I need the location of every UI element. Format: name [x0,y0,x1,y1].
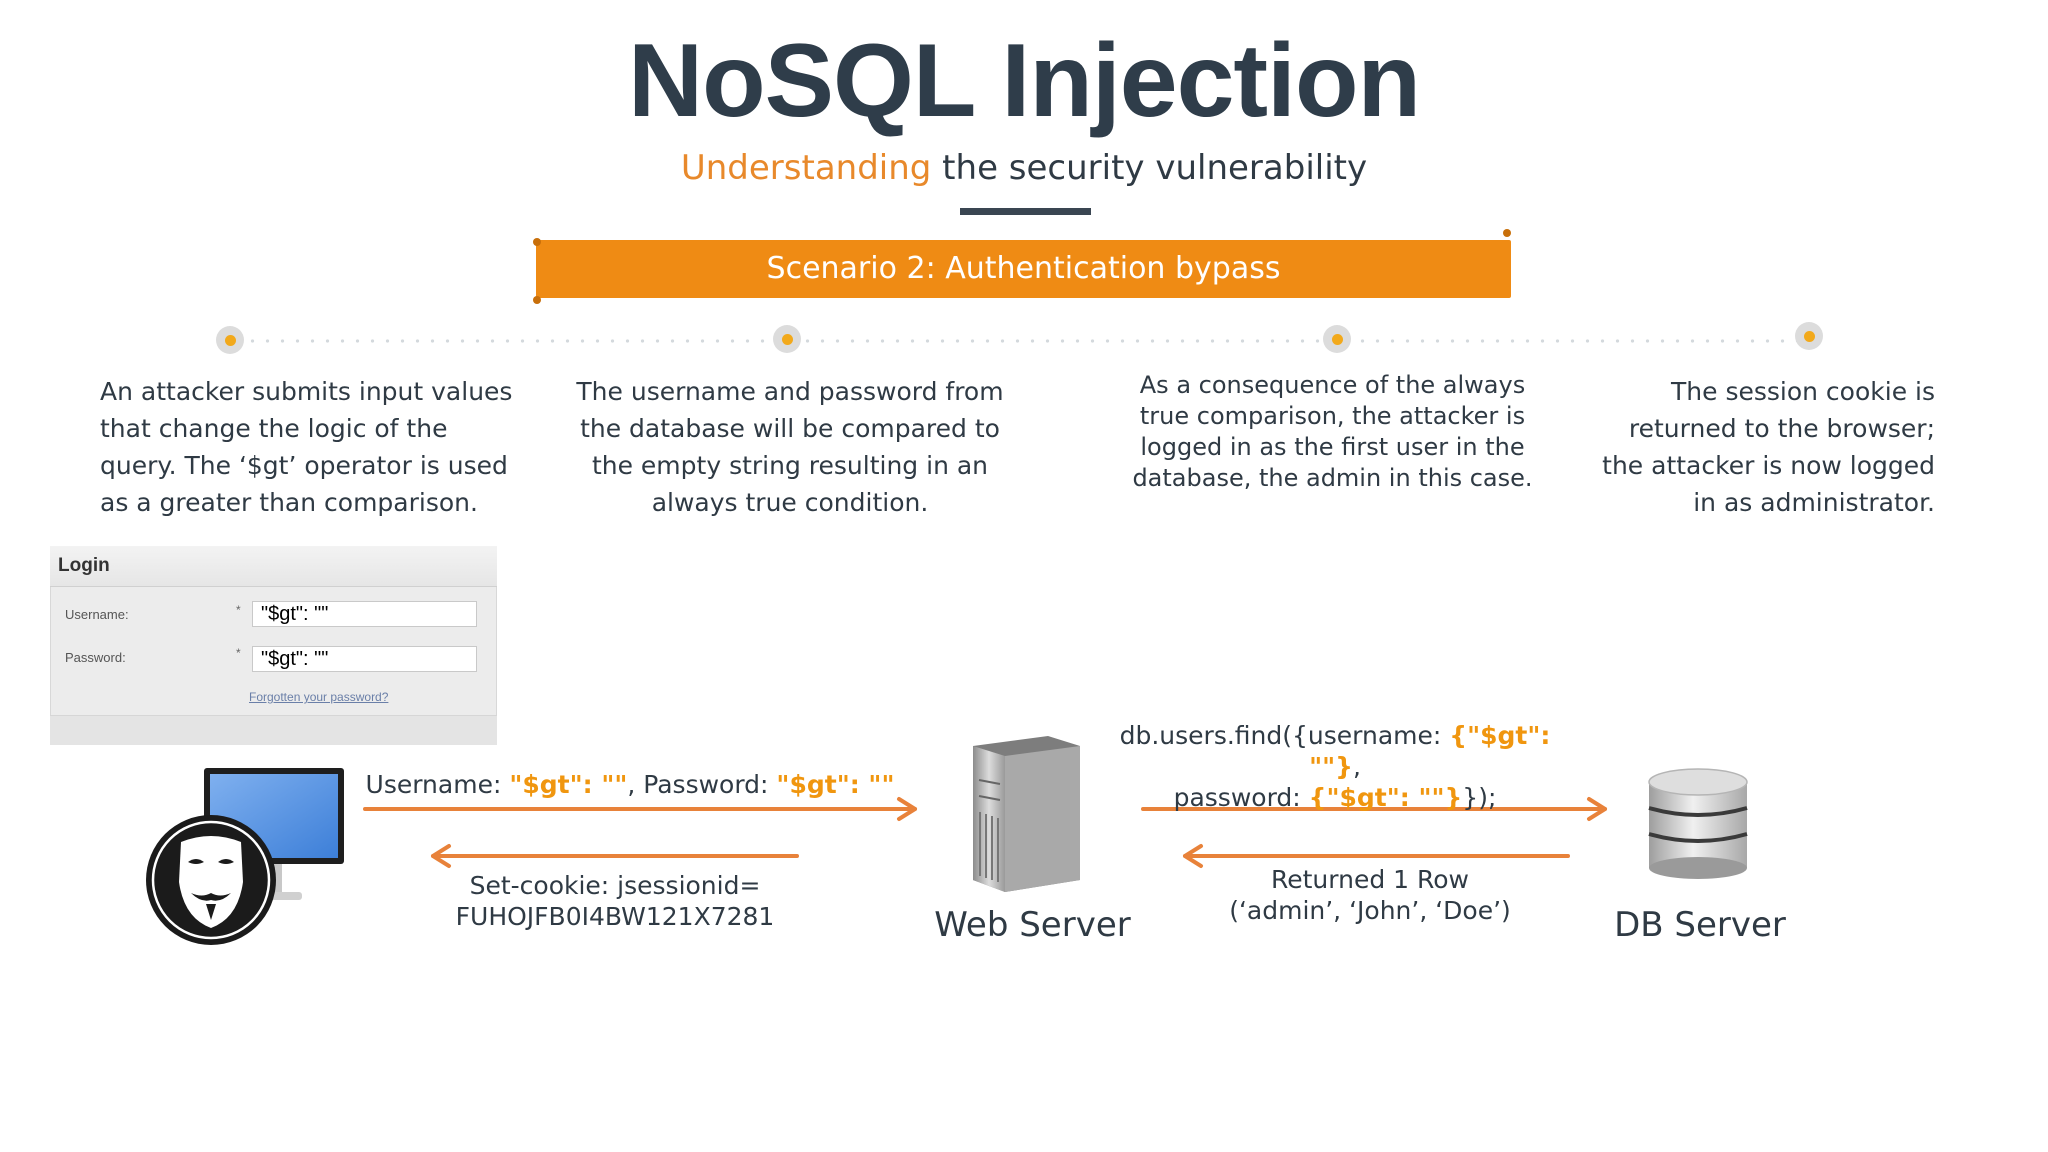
result-arrow-head [1183,844,1203,868]
step-2-description: The username and password from the datab… [576,377,1004,517]
scenario-banner [536,240,1511,298]
timeline-marker-4 [1795,322,1823,350]
password-required-mark: * [236,646,241,660]
step-1-description: An attacker submits input values that ch… [100,377,513,517]
login-title: Login [58,555,110,576]
step-3-description: As a consequence of the always true comp… [1132,371,1533,492]
banner-corner-dot [1503,229,1511,237]
timeline-dotted-line [230,339,1810,343]
request-label: Username: "$gt": "", Password: "$gt": "" [365,770,895,799]
step-4-description: The session cookie is returned to the br… [1602,377,1935,517]
query-label: db.users.find({username: {"$gt": ""},pas… [1119,721,1551,812]
subtitle-rest: the security vulnerability [931,148,1368,188]
cookie-label: Set-cookie: jsessionid=FUHOJFB0I4BW121X7… [455,871,775,931]
login-form-header [50,546,497,587]
title-underline [960,208,1091,215]
subtitle-highlight: Understanding [680,148,932,188]
result-label: Returned 1 Row(‘admin’, ‘John’, ‘Doe’) [1229,865,1511,925]
password-label: Password: [65,650,126,665]
request-arrow-head [897,797,917,821]
login-form-footer [50,715,497,745]
banner-corner-dot [533,238,541,246]
username-input[interactable]: "$gt": "" [252,601,477,627]
page-subtitle: Understanding the security vulnerability [0,148,2048,188]
username-label: Username: [65,607,129,622]
username-required-mark: * [236,603,241,617]
password-input[interactable]: "$gt": "" [252,646,477,672]
banner-corner-dot [533,296,541,304]
timeline-marker-3 [1323,325,1351,353]
database-cylinder-icon [1648,768,1748,879]
cookie-arrow-head [431,844,451,868]
scenario-banner-label: Scenario 2: Authentication bypass [766,251,1281,286]
page-title: NoSQL Injection [627,23,1421,139]
query-arrow-head [1587,797,1607,821]
anonymous-mask-icon [146,815,276,945]
forgot-password-link[interactable]: Forgotten your password? [249,690,389,704]
timeline-marker-1 [216,326,244,354]
web-server-label: Web Server [934,905,1131,945]
timeline-marker-2 [773,325,801,353]
server-tower-icon [973,736,1080,892]
db-server-label: DB Server [1614,905,1786,945]
